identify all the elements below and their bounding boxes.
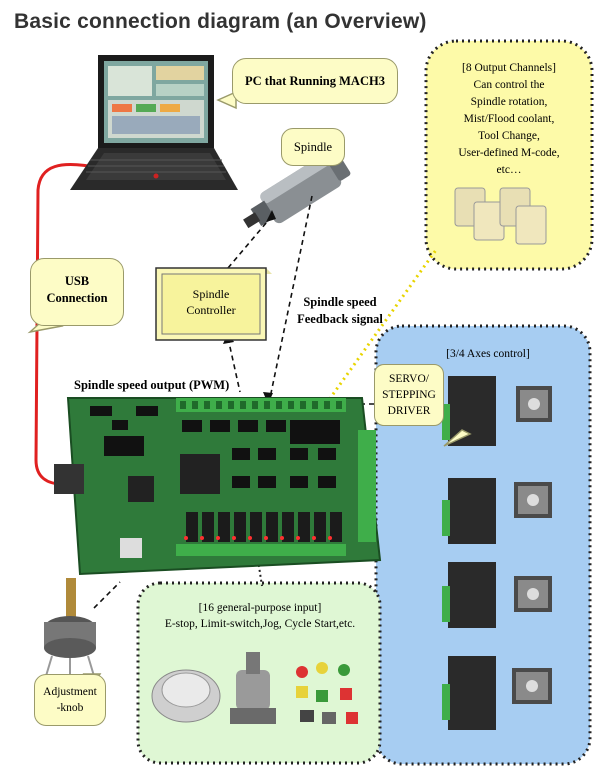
feedback-label: Spindle speed Feedback signal xyxy=(290,294,390,328)
input-devices-image xyxy=(151,652,358,724)
output-line: User-defined M-code, xyxy=(458,147,560,159)
arrow-controller-to-spindle xyxy=(227,215,273,269)
inputs-heading: [16 general-purpose input] xyxy=(198,602,322,614)
feedback-label-line2: Feedback signal xyxy=(297,312,383,326)
usb-label-line2: Connection xyxy=(46,291,108,305)
driver-callout: SERVO/ STEPPING DRIVER xyxy=(374,364,444,426)
output-line: Can control the xyxy=(473,79,545,91)
output-channels-text: [8 Output Channels] Can control the Spin… xyxy=(430,60,588,179)
pc-label: PC that Running MACH3 xyxy=(245,74,385,88)
usb-cable xyxy=(34,162,101,486)
laptop-image xyxy=(70,55,238,190)
spindle-callout: Spindle xyxy=(281,128,345,166)
knob-label-line2: -knob xyxy=(56,702,84,714)
arrow-feedback xyxy=(269,195,313,399)
controller-label-line1: Spindle xyxy=(192,287,230,301)
output-line: etc… xyxy=(496,164,522,176)
arrow-pwm xyxy=(227,337,241,393)
relays-image xyxy=(454,187,547,245)
pc-callout: PC that Running MACH3 xyxy=(232,58,398,104)
output-line: Tool Change, xyxy=(478,130,540,142)
controller-label: Spindle Controller xyxy=(162,286,260,318)
output-line: Mist/Flood coolant, xyxy=(463,113,555,125)
controller-label-line2: Controller xyxy=(186,303,236,317)
knob-callout: Adjustment -knob xyxy=(34,674,106,726)
inputs-line: E-stop, Limit-switch,Jog, Cycle Start,et… xyxy=(164,618,356,630)
page-title: Basic connection diagram (an Overview) xyxy=(14,10,427,33)
drivers-motors-image xyxy=(442,376,552,730)
pcb-board-image xyxy=(54,397,382,576)
spindle-controller-box xyxy=(155,267,272,341)
driver-label-line3: DRIVER xyxy=(387,405,431,417)
feedback-label-line1: Spindle speed xyxy=(303,295,377,309)
axes-label: [3/4 Axes control] xyxy=(446,348,530,360)
spindle-label: Spindle xyxy=(293,140,333,154)
pwm-label: Spindle speed output (PWM) xyxy=(74,378,230,392)
driver-label-line2: STEPPING xyxy=(382,389,436,401)
usb-callout: USB Connection xyxy=(30,258,124,326)
knob-image xyxy=(44,578,96,680)
output-line: Spindle rotation, xyxy=(470,96,548,108)
inputs-text: [16 general-purpose input] E-stop, Limit… xyxy=(142,600,378,632)
knob-label-line1: Adjustment xyxy=(43,686,97,698)
axes-zone xyxy=(374,324,592,766)
usb-label-line1: USB xyxy=(64,274,90,288)
driver-label-line1: SERVO/ xyxy=(389,373,429,385)
arrow-knob xyxy=(93,581,121,609)
output-heading: [8 Output Channels] xyxy=(462,62,556,74)
